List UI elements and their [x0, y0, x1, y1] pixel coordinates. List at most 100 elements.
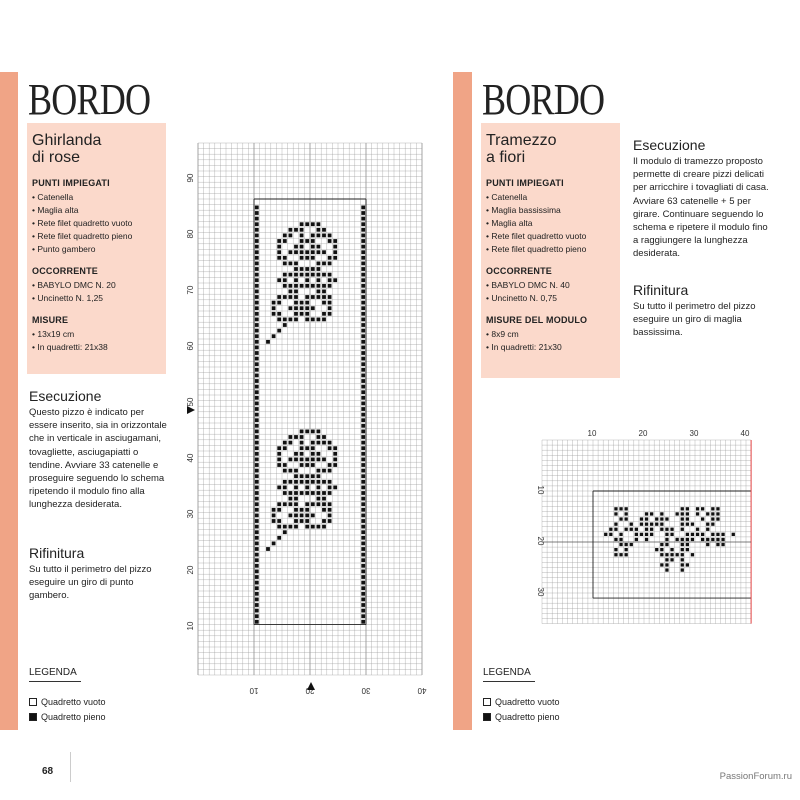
rifinitura-section-right: Rifinitura Su tutto il perimetro del piz…: [633, 282, 773, 340]
filled-square: [322, 524, 326, 529]
y-tick-label: 30: [536, 588, 545, 597]
filled-square: [322, 283, 326, 288]
filled-square: [716, 507, 720, 511]
filled-square: [282, 233, 287, 238]
filled-square: [310, 491, 315, 495]
filled-square: [660, 553, 664, 557]
filled-square: [294, 317, 298, 322]
filled-square: [624, 512, 628, 516]
filled-square: [614, 553, 618, 557]
filled-square: [650, 522, 654, 526]
filled-square: [322, 440, 326, 445]
y-tick-label: 50: [186, 397, 195, 406]
filled-square: [294, 272, 298, 277]
list-item: Rete filet quadretto pieno: [32, 230, 166, 243]
filled-square: [254, 356, 259, 361]
filled-square: [271, 311, 276, 316]
filled-square: [721, 537, 725, 542]
filled-square: [685, 522, 689, 526]
filled-square: [327, 446, 332, 451]
filled-square: [254, 300, 259, 305]
filled-square: [305, 485, 310, 490]
filled-square: [361, 519, 366, 523]
filled-square: [305, 300, 310, 305]
filled-square: [695, 512, 700, 516]
filled-square: [305, 239, 310, 243]
filled-square: [685, 542, 689, 547]
rifinitura-heading: Rifinitura: [633, 282, 689, 298]
filled-square: [316, 496, 321, 501]
filled-square: [690, 537, 695, 542]
empty-square-icon: [29, 698, 37, 706]
filled-square: [294, 451, 298, 456]
filled-square: [665, 558, 669, 562]
filled-square: [254, 255, 259, 260]
filled-square: [361, 328, 366, 333]
filled-square: [361, 283, 366, 288]
filled-square: [316, 468, 321, 473]
pattern-name: Ghirlanda di rose: [27, 123, 166, 166]
accent-stripe-right: [453, 72, 472, 730]
filled-square: [254, 446, 259, 451]
x-tick-label: 20: [305, 686, 314, 695]
filled-square: [614, 507, 618, 511]
filled-square: [310, 244, 315, 249]
filled-square: [254, 440, 259, 445]
filled-square: [277, 524, 282, 529]
filled-square: [254, 239, 259, 243]
filled-square: [327, 485, 332, 490]
filled-square: [294, 479, 298, 484]
filled-square: [299, 239, 304, 243]
filled-square: [254, 401, 259, 406]
filled-square: [316, 222, 321, 227]
filet-chart-ghirlanda: 10 20 30 40 50 60 70 80 90 10 20 30 40: [186, 142, 426, 695]
filled-square: [254, 451, 259, 456]
filled-square: [361, 401, 366, 406]
filled-square: [282, 278, 287, 283]
filled-square: [282, 272, 287, 277]
filled-square: [361, 345, 366, 350]
filled-square: [299, 283, 304, 288]
page-title-right: BORDO: [482, 75, 605, 124]
filled-square: [254, 541, 259, 546]
filled-square: [254, 379, 259, 383]
filled-square: [305, 502, 310, 507]
filled-square: [277, 239, 282, 243]
filled-square: [327, 311, 332, 316]
filled-square: [316, 227, 321, 232]
filled-square: [316, 272, 321, 277]
filled-square: [685, 517, 689, 521]
filled-square: [361, 580, 366, 585]
filled-square: [310, 440, 315, 445]
filled-square: [316, 289, 321, 294]
filled-square: [254, 222, 259, 227]
list-item: 8x9 cm: [486, 328, 620, 341]
x-tick-label: 30: [361, 686, 370, 695]
filled-square: [254, 295, 259, 299]
filled-square: [254, 362, 259, 367]
filled-square: [299, 457, 304, 462]
filled-square: [277, 317, 282, 322]
filled-square: [305, 283, 310, 288]
x-tick-label: 20: [639, 429, 648, 438]
filled-square: [706, 527, 710, 531]
filled-square: [327, 239, 332, 243]
full-square-icon: [483, 713, 491, 721]
legend-full-row: Quadretto pieno: [29, 712, 106, 722]
filled-square: [299, 306, 304, 311]
filled-square: [706, 537, 710, 542]
filled-square: [294, 524, 298, 529]
rifinitura-heading: Rifinitura: [29, 545, 85, 561]
page-number: 68: [42, 766, 54, 777]
filled-square: [254, 429, 259, 434]
filled-square: [310, 457, 315, 462]
filled-square: [361, 272, 366, 277]
filled-square: [614, 537, 618, 542]
filled-square: [361, 586, 366, 591]
filled-square: [316, 485, 321, 490]
filled-square: [716, 512, 720, 516]
filled-square: [639, 517, 644, 521]
filled-square: [361, 524, 366, 529]
esecuzione-text: Questo pizzo è indicato per essere inser…: [29, 407, 167, 511]
info-box-right: Tramezzo a fiori PUNTI IMPIEGATI Catenel…: [481, 123, 620, 378]
